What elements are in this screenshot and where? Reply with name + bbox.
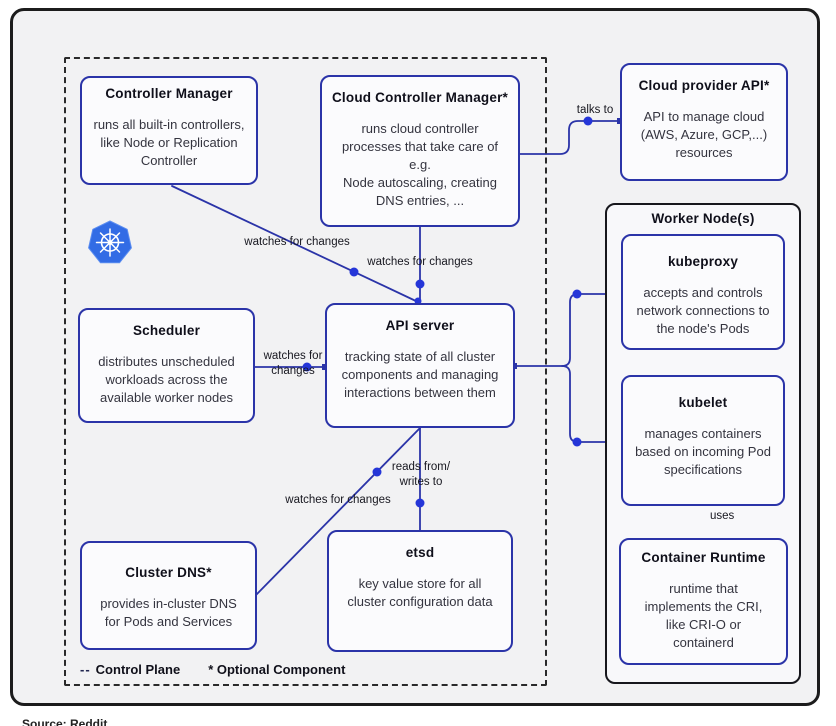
node-container-runtime: Container Runtime runtime that implement… [619,538,788,665]
dot-api-kubeproxy [572,289,582,299]
control-plane-boundary [64,57,547,686]
node-cloud-controller-manager: Cloud Controller Manager* runs cloud con… [320,75,520,227]
node-title: Controller Manager [105,86,233,101]
dot-talks-to [583,116,593,126]
edge-label-watches-for-changes-cm: watches for changes [244,236,350,248]
node-title: API server [385,318,455,333]
edge-api-dns [255,427,421,596]
node-etsd: etsd key value store for all cluster con… [327,530,513,652]
dot-cm-api [349,267,359,277]
node-body: distributes unscheduled workloads across… [98,354,235,405]
node-body: runtime that implements the CRI, like CR… [644,581,763,650]
node-title: Scheduler [132,323,201,338]
legend-control-plane: --Control Plane [80,662,181,677]
node-title: Container Runtime [641,550,766,565]
edge-ccm-cloud [519,120,621,155]
node-body: tracking state of all cluster components… [341,349,499,400]
node-body: key value store for all cluster configur… [347,576,493,609]
dot-ccm-api [415,279,425,289]
node-body: runs all built-in controllers, like Node… [93,117,245,168]
legend-optional-component: * Optional Component [208,662,346,677]
dot-api-kubelet [572,437,582,447]
edge-label-watches-for-changes-ccm: watches for changes [367,256,473,268]
node-title: etsd [405,545,435,560]
node-body: provides in-cluster DNS for Pods and Ser… [100,596,237,629]
edge-label-talks-to: talks to [576,104,614,116]
kubernetes-logo-icon [88,220,132,264]
node-title: Cluster DNS* [125,565,212,580]
node-body: API to manage cloud (AWS, Azure, GCP,...… [640,109,768,160]
node-kubelet: kubelet manages containers based on inco… [621,375,785,506]
node-body: manages containers based on incoming Pod… [635,426,771,477]
legend-dash-symbol: -- [80,662,91,677]
legend: --Control Plane * Optional Component [80,662,345,677]
dot-api-etsd [415,498,425,508]
node-body: accepts and controls network connections… [636,285,770,336]
node-body: runs cloud controller processes that tak… [341,121,499,208]
node-cloud-provider-api: Cloud provider API* API to manage cloud … [620,63,788,181]
node-kubeproxy: kubeproxy accepts and controls network c… [621,234,785,350]
node-api-server: API server tracking state of all cluster… [325,303,515,428]
edge-label-uses: uses [710,510,735,522]
node-title: Cloud Controller Manager* [331,90,508,105]
source-caption: Source: Reddit [22,717,108,726]
node-title: kubelet [678,395,728,410]
node-cluster-dns: Cluster DNS* provides in-cluster DNS for… [80,541,257,650]
worker-node-title: Worker Node(s) [651,211,755,226]
node-title: kubeproxy [667,254,739,269]
dot-scheduler-api [302,362,312,372]
edge-label-reads-from-writes-to: reads from/ writes to [391,461,451,488]
edge-label-watches-for-changes-scheduler: watches for changes [263,350,323,377]
node-scheduler: Scheduler distributes unscheduled worklo… [78,308,255,423]
dot-api-junction [414,297,422,305]
dot-api-dns [372,467,382,477]
edge-label-watches-for-changes-dns: watches for changes [285,494,391,506]
node-controller-manager: Controller Manager runs all built-in con… [80,76,258,185]
node-title: Cloud provider API* [638,78,770,93]
edge-cm-api [171,185,419,303]
